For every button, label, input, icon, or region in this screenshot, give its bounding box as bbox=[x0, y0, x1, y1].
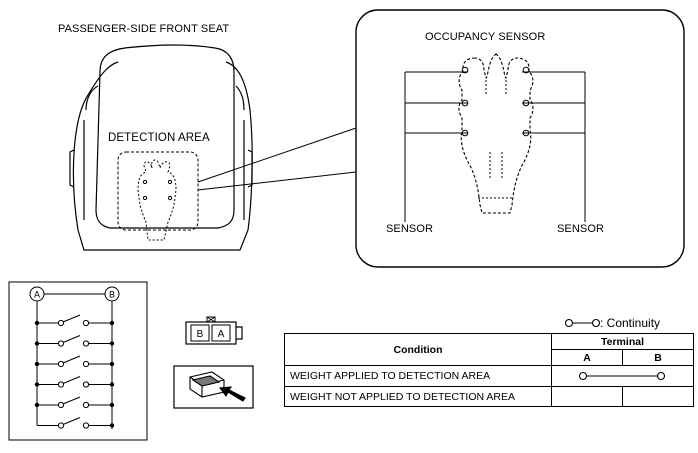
circuit-frame bbox=[8, 281, 148, 441]
continuity-legend-symbol bbox=[564, 318, 601, 328]
row-cell-b bbox=[622, 386, 694, 407]
terminal-a-label: A bbox=[34, 290, 40, 300]
sensor-detail-frame bbox=[355, 9, 685, 268]
circuit-switch bbox=[37, 417, 115, 429]
seat-title: PASSENGER-SIDE FRONT SEAT bbox=[58, 23, 230, 35]
header-condition: Condition bbox=[284, 333, 552, 366]
circuit-switch bbox=[34, 314, 115, 327]
table-row: WEIGHT APPLIED TO DETECTION AREA bbox=[284, 365, 694, 387]
circuit-switch bbox=[34, 396, 115, 409]
row-cell-a bbox=[551, 386, 623, 407]
sensor-left-label: SENSOR bbox=[386, 223, 434, 235]
connector-pin-b: B bbox=[197, 329, 204, 340]
connector-3d-icon bbox=[189, 371, 246, 402]
circuit-switch bbox=[34, 376, 115, 388]
table-row: WEIGHT NOT APPLIED TO DETECTION AREA bbox=[284, 386, 694, 407]
detection-area-box bbox=[117, 151, 199, 231]
header-terminal: Terminal bbox=[551, 333, 694, 350]
sensor-detail-drawing bbox=[404, 52, 586, 222]
row-condition: WEIGHT NOT APPLIED TO DETECTION AREA bbox=[284, 386, 552, 407]
detection-area-label: DETECTION AREA bbox=[108, 132, 210, 144]
circuit-switch bbox=[34, 335, 115, 347]
connector-pin-a: A bbox=[218, 329, 225, 340]
circuit-switches bbox=[34, 314, 115, 429]
continuity-legend-text: : Continuity bbox=[600, 316, 661, 330]
continuity-table: Condition Terminal A B WEIGHT APPLIED TO… bbox=[284, 333, 694, 407]
terminal-b-label: B bbox=[109, 290, 115, 300]
header-col-a: A bbox=[551, 349, 623, 366]
row-continuity-cell bbox=[551, 365, 694, 387]
connector-face bbox=[185, 316, 243, 345]
circuit-switch bbox=[34, 355, 115, 368]
header-col-b: B bbox=[622, 349, 694, 366]
seat-sensor-outline bbox=[137, 159, 177, 241]
terminal-b-circle bbox=[104, 286, 120, 302]
sensor-detail-title: OCCUPANCY SENSOR bbox=[425, 31, 546, 43]
sensor-right-label: SENSOR bbox=[557, 223, 605, 235]
seat-illustration bbox=[69, 44, 253, 251]
terminal-a-circle bbox=[29, 286, 45, 302]
continuity-mark bbox=[578, 371, 666, 381]
row-condition: WEIGHT APPLIED TO DETECTION AREA bbox=[284, 365, 552, 387]
